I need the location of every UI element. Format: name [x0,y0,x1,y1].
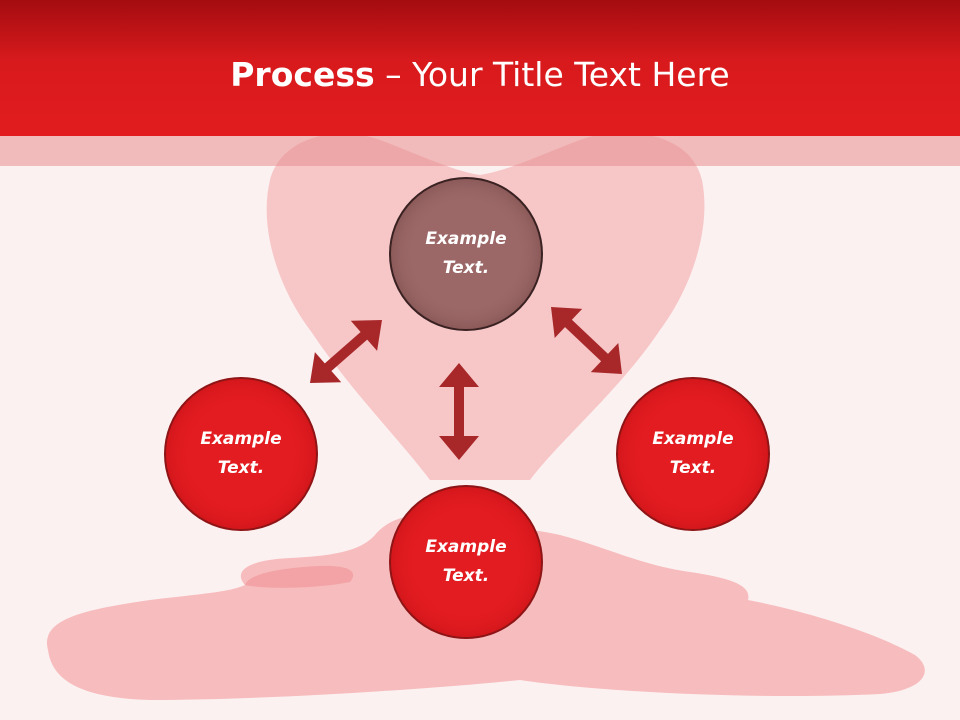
arrow-top-bottom [439,363,479,460]
process-node-left-line1: Example [200,429,282,449]
slide-title-rest: – Your Title Text Here [374,55,730,94]
process-node-bottom-line2: Text. [442,566,490,586]
process-node-right-line2: Text. [669,458,717,478]
process-node-top-line2: Text. [442,258,490,278]
slide-title: Process – Your Title Text Here [0,52,960,98]
title-underline-strip [0,136,960,166]
process-node-left-line2: Text. [217,458,265,478]
process-node-bottom-line1: Example [425,537,507,557]
process-node-right[interactable]: Example Text. [616,377,770,531]
process-node-left[interactable]: Example Text. [164,377,318,531]
arrow-top-left [310,320,382,383]
slide-title-bold: Process [230,55,375,94]
process-node-top-line1: Example [425,229,507,249]
title-bar [0,0,960,136]
process-node-bottom[interactable]: Example Text. [389,485,543,639]
process-node-top[interactable]: Example Text. [389,177,543,331]
arrow-top-right [551,307,622,374]
process-node-right-line1: Example [652,429,734,449]
